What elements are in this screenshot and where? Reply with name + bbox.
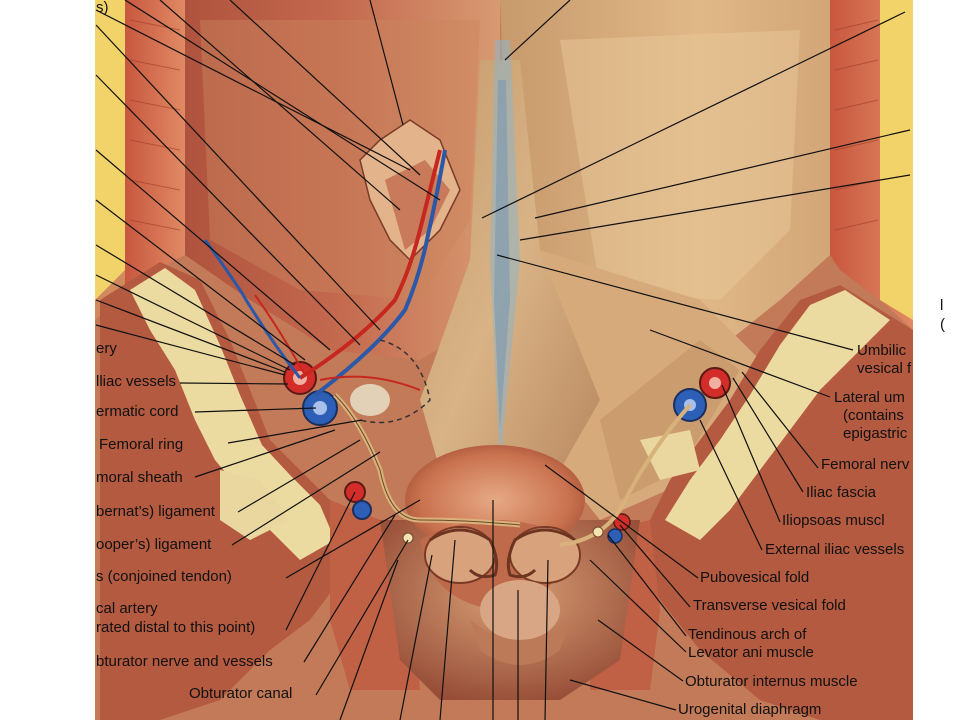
label-gimbernat-ligament: bernat’s) ligament bbox=[96, 503, 215, 520]
label-spermatic-cord: ermatic cord bbox=[96, 403, 179, 420]
label-top-s: s) bbox=[96, 0, 109, 16]
label-femoral-ring: Femoral ring bbox=[99, 436, 184, 453]
label-femoral-sheath: moral sheath bbox=[96, 469, 183, 486]
label-epigastric: epigastric bbox=[843, 425, 908, 442]
label-cal-artery: cal artery bbox=[96, 600, 158, 617]
label-contains: (contains bbox=[843, 407, 904, 424]
label-obturator-internus: Obturator internus muscle bbox=[685, 673, 858, 690]
label-transverse-vesical-fold: Transverse vesical fold bbox=[693, 597, 846, 614]
label-iliac-vessels: lliac vessels bbox=[96, 373, 177, 390]
label-vesical-fascia: vesical f bbox=[857, 360, 912, 377]
label-iliopsoas: Iliopsoas muscl bbox=[782, 512, 885, 529]
label-urogenital-diaphragm: Urogenital diaphragm bbox=[678, 701, 822, 718]
label-rated-distal: rated distal to this point) bbox=[96, 619, 256, 636]
label-obturator-nerve: bturator nerve and vessels bbox=[96, 653, 273, 670]
label-iliac-fascia: Iliac fascia bbox=[806, 484, 877, 501]
label-lateral-umbilical: Lateral um bbox=[834, 389, 905, 406]
label-pubovesical-fold: Pubovesical fold bbox=[700, 569, 810, 586]
label-artery: ery bbox=[96, 340, 117, 357]
label-edge-paren: ( bbox=[940, 316, 945, 333]
label-tendinous-arch: Tendinous arch of bbox=[688, 626, 807, 643]
label-umbilical: Umbilic bbox=[857, 342, 907, 359]
label-external-iliac-vessels: External iliac vessels bbox=[765, 541, 905, 558]
label-levator-ani: Levator ani muscle bbox=[688, 644, 814, 661]
label-cooper-ligament: ooper’s) ligament bbox=[96, 536, 212, 553]
label-conjoined-tendon: s (conjoined tendon) bbox=[96, 568, 232, 585]
label-femoral-nerve: Femoral nerv bbox=[821, 456, 910, 473]
label-obturator-canal: Obturator canal bbox=[189, 685, 293, 702]
label-edge-l: l bbox=[940, 297, 944, 314]
